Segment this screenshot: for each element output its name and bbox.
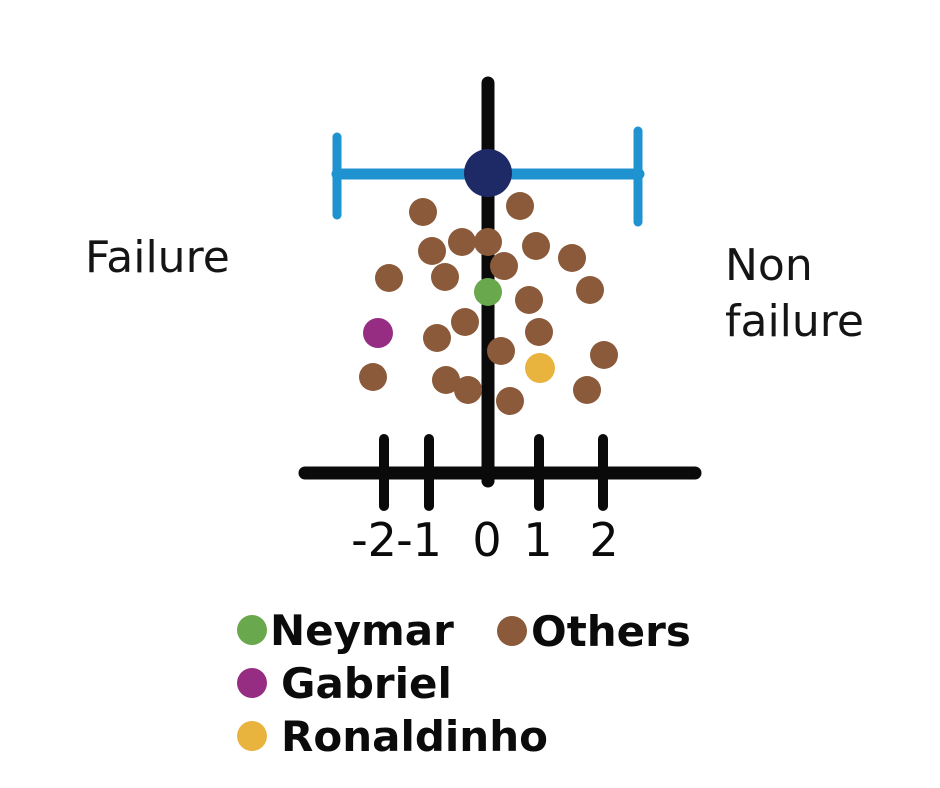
others-dot [474,228,502,256]
tick-label-1: 1 [523,513,552,567]
others-dot [423,324,451,352]
non-failure-region-label-line2: failure [725,296,864,347]
legend-label-neymar: Neymar [270,606,454,655]
others-dot [451,308,479,336]
others-dot [448,228,476,256]
legend-dot-others [497,616,527,646]
data-points-group [359,192,618,415]
others-dot [409,198,437,226]
ronaldinho-dot [525,353,555,383]
legend-label-ronaldinho: Ronaldinho [281,712,548,761]
confidence-interval-group [331,126,645,227]
legend-label-gabriel: Gabriel [281,659,452,708]
others-dot [573,376,601,404]
tick-label-2: 2 [589,513,618,567]
mean-dot [464,149,512,197]
tick-label-0: 0 [472,513,501,567]
others-dot [506,192,534,220]
others-dot [515,286,543,314]
others-dot [431,263,459,291]
tick-label--1: -1 [396,513,442,567]
others-dot [432,366,460,394]
others-dot [418,237,446,265]
gabriel-dot [363,318,393,348]
others-dot [558,244,586,272]
legend-dot-gabriel [237,668,267,698]
others-dot [576,276,604,304]
non-failure-region-label-line1: Non [725,240,813,291]
others-dot [359,363,387,391]
legend-dot-ronaldinho [237,721,267,751]
failure-region-label: Failure [85,232,230,283]
others-dot [525,318,553,346]
others-dot [522,232,550,260]
others-dot [454,376,482,404]
neymar-dot [474,278,502,306]
others-dot [487,337,515,365]
tick-label--2: -2 [351,513,397,567]
others-dot [490,252,518,280]
others-dot [375,264,403,292]
legend-dot-neymar [237,615,267,645]
others-dot [590,341,618,369]
legend-label-others: Others [531,607,691,656]
others-dot [496,387,524,415]
